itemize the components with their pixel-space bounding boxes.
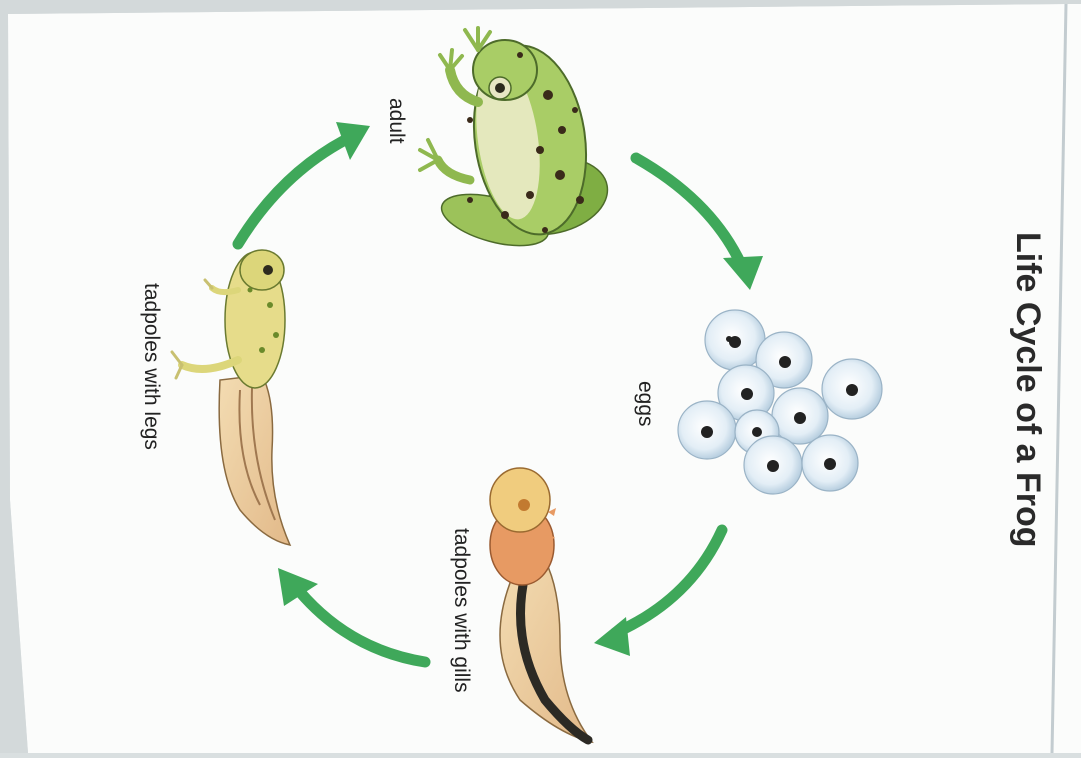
egg — [744, 436, 802, 494]
egg — [822, 359, 882, 419]
label-tadpoles-with-legs: tadpoles with legs — [139, 283, 163, 450]
label-adult: adult — [384, 98, 408, 144]
diagram-title: Life Cycle of a Frog — [1008, 232, 1047, 548]
egg — [678, 401, 736, 459]
label-tadpoles-with-gills: tadpoles with gills — [449, 528, 473, 693]
egg — [772, 388, 828, 444]
egg — [802, 435, 858, 491]
label-eggs: eggs — [633, 381, 657, 427]
